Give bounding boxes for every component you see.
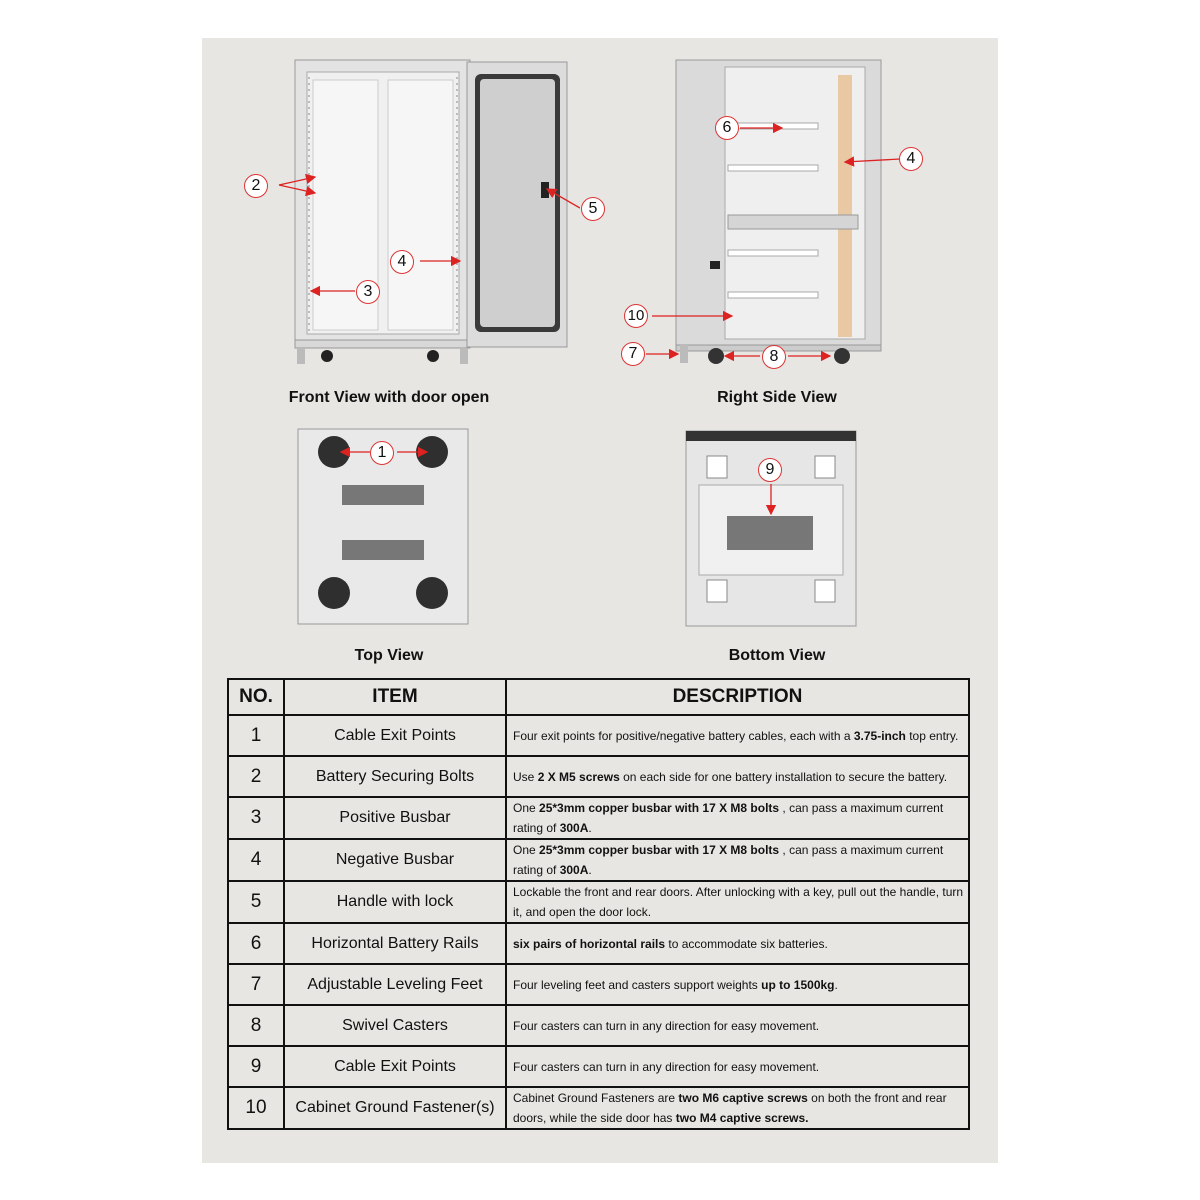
description-emphasis: 3.75-inch: [853, 728, 906, 743]
row-number: 2: [227, 755, 285, 798]
row-item: Battery Securing Bolts: [283, 755, 507, 798]
description-emphasis: 300A: [559, 863, 589, 877]
header-description: DESCRIPTION: [505, 678, 970, 716]
row-item: Cable Exit Points: [283, 1045, 507, 1088]
callout-6-right: 6: [715, 116, 739, 140]
caption-bottom-view: Bottom View: [728, 647, 826, 664]
description-text: Four casters can turn in any direction f…: [513, 1059, 820, 1074]
callout-3-front: 3: [356, 280, 380, 304]
caption-right-side-view: Right Side View: [717, 389, 837, 406]
row-item: Horizontal Battery Rails: [283, 922, 507, 965]
bottom-view-drawing: [685, 430, 857, 627]
callout-1-top: 1: [370, 441, 394, 465]
front-view-drawing: [294, 59, 568, 364]
caption-top-view: Top View: [354, 647, 424, 664]
callout-4-right: 4: [899, 147, 923, 171]
row-item: Handle with lock: [283, 880, 507, 924]
row-item: Negative Busbar: [283, 838, 507, 882]
row-number: 8: [227, 1004, 285, 1047]
row-number: 7: [227, 963, 285, 1006]
description-text: Use: [513, 769, 538, 784]
description-text: Four casters can turn in any direction f…: [513, 1018, 820, 1033]
row-item: Adjustable Leveling Feet: [283, 963, 507, 1006]
description-emphasis: two M4 captive screws.: [675, 1111, 809, 1125]
description-emphasis: 2 X M5 screws: [537, 769, 620, 784]
row-description: six pairs of horizontal rails to accommo…: [505, 922, 970, 965]
row-description: Four leveling feet and casters support w…: [505, 963, 970, 1006]
row-description: Four casters can turn in any direction f…: [505, 1004, 970, 1047]
row-number: 6: [227, 922, 285, 965]
caption-front-view: Front View with door open: [288, 389, 490, 406]
row-description: One 25*3mm copper busbar with 17 X M8 bo…: [505, 796, 970, 840]
description-text: .: [834, 977, 838, 992]
description-text: top entry.: [905, 728, 959, 743]
callout-5-front: 5: [581, 197, 605, 221]
table-header-row: NO. ITEM DESCRIPTION: [227, 678, 970, 716]
row-description: One 25*3mm copper busbar with 17 X M8 bo…: [505, 838, 970, 882]
row-description: Four casters can turn in any direction f…: [505, 1045, 970, 1088]
front-view-arrows: [278, 173, 580, 297]
callout-9-bottom: 9: [758, 458, 782, 482]
callout-7-right: 7: [621, 342, 645, 366]
description-text: .: [588, 863, 592, 877]
header-no: NO.: [227, 678, 285, 716]
callout-10-right: 10: [624, 304, 648, 328]
description-text: .: [588, 821, 592, 835]
row-description: Cabinet Ground Fasteners are two M6 capt…: [505, 1086, 970, 1130]
description-text: , can pass a maximum current rating of: [513, 843, 944, 877]
row-item: Cable Exit Points: [283, 714, 507, 757]
description-text: One: [513, 801, 540, 815]
right-side-view-drawing: [675, 59, 882, 364]
row-number: 9: [227, 1045, 285, 1088]
description-emphasis: two M6 captive screws: [678, 1091, 808, 1105]
description-text: on each side for one battery installatio…: [619, 769, 948, 784]
row-number: 4: [227, 838, 285, 882]
description-text: Lockable the front and rear doors. After…: [513, 885, 964, 919]
header-item: ITEM: [283, 678, 507, 716]
row-description: Four exit points for positive/negative b…: [505, 714, 970, 757]
row-number: 5: [227, 880, 285, 924]
callout-8-right: 8: [762, 345, 786, 369]
right-side-view-arrows: [646, 122, 901, 362]
row-description: Lockable the front and rear doors. After…: [505, 880, 970, 924]
row-number: 3: [227, 796, 285, 840]
description-text: Cabinet Ground Fasteners are: [513, 1091, 679, 1105]
description-text: Four leveling feet and casters support w…: [513, 977, 762, 992]
callout-2-front: 2: [244, 174, 268, 198]
description-emphasis: six pairs of horizontal rails: [513, 936, 666, 951]
description-text: Four exit points for positive/negative b…: [513, 728, 854, 743]
description-emphasis: up to 1500kg: [761, 977, 835, 992]
description-emphasis: 300A: [559, 821, 589, 835]
row-number: 1: [227, 714, 285, 757]
description-emphasis: 25*3mm copper busbar with 17 X M8 bolts: [539, 843, 780, 857]
row-item: Positive Busbar: [283, 796, 507, 840]
callout-4-front: 4: [390, 250, 414, 274]
description-text: to accommodate six batteries.: [665, 936, 828, 951]
row-item: Cabinet Ground Fastener(s): [283, 1086, 507, 1130]
row-description: Use 2 X M5 screws on each side for one b…: [505, 755, 970, 798]
description-emphasis: 25*3mm copper busbar with 17 X M8 bolts: [539, 801, 780, 815]
description-text: One: [513, 843, 540, 857]
row-number: 10: [227, 1086, 285, 1130]
description-text: on both the front and rear doors, while …: [513, 1091, 947, 1125]
description-text: , can pass a maximum current rating of: [513, 801, 944, 835]
row-item: Swivel Casters: [283, 1004, 507, 1047]
